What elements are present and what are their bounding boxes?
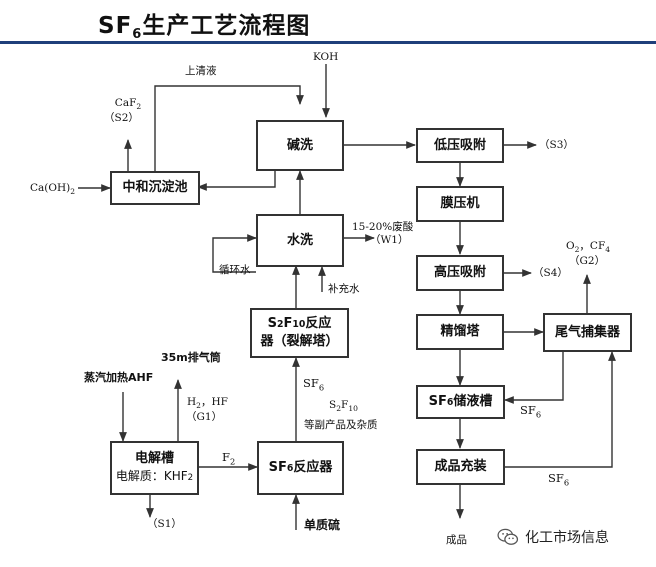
supernatant-label: 上清液: [185, 65, 217, 77]
s1-label: （S1）: [147, 518, 182, 530]
g2-label: （G2）: [569, 255, 606, 267]
membrane-compressor-box: 膜压机: [416, 186, 504, 222]
f2-label: F2: [222, 450, 236, 467]
sf6-up-label: SF6: [303, 376, 325, 393]
o2-cf4-label: O2，CF4: [566, 240, 611, 255]
water-wash-box: 水洗: [256, 214, 344, 267]
circulating-water-label: 循环水: [219, 264, 251, 276]
s2f10-label: S2F10: [329, 399, 358, 414]
caf2-label: CaF2: [114, 97, 142, 112]
exhaust-stack-label: 35m排气筒: [161, 351, 221, 364]
sf6-return-tailgas-label: SF6: [548, 471, 570, 488]
koh-label: KOH: [313, 51, 339, 63]
g1-label: （G1）: [186, 411, 223, 423]
page-title: SF6生产工艺流程图: [98, 13, 311, 42]
acid-waste-label: 15-20%废酸: [352, 221, 414, 233]
sulfur-label: 单质硫: [304, 518, 341, 532]
high-pressure-adsorption-box: 高压吸附: [416, 255, 504, 291]
tail-gas-collector-box: 尾气捕集器: [543, 313, 632, 352]
h2-hf-label: H2，HF: [187, 396, 228, 411]
rectifier-tower-box: 精馏塔: [416, 314, 504, 350]
w1-label: （W1）: [370, 234, 409, 246]
cracker-tower-box: S2F10反应器（裂解塔）: [250, 308, 349, 358]
s4-label: （S4）: [533, 267, 568, 279]
s3-label: （S3）: [539, 139, 574, 151]
sf6-return-storage-label: SF6: [520, 403, 542, 420]
caoh2-label: Ca(OH)2: [30, 182, 76, 197]
packaging-to-tailgas: [505, 351, 616, 468]
watermark: 化工市场信息: [497, 527, 609, 547]
title-divider: [0, 41, 656, 44]
circulating-loop: [212, 234, 257, 273]
s2-label: （S2）: [104, 112, 139, 124]
product-filling-box: 成品充装: [416, 449, 505, 485]
neutralization-tank-box: 中和沉淀池: [110, 171, 200, 205]
electrolyzer-box: 电解槽电解质：KHF2: [110, 441, 199, 495]
sf6-storage-tank-box: SF6储液槽: [416, 385, 505, 419]
supernatant-line: [154, 85, 304, 176]
watermark-text: 化工市场信息: [525, 530, 609, 546]
steam-heating-label: 蒸汽加热AHF: [84, 371, 154, 384]
sf6-reactor-box: SF6反应器: [257, 441, 344, 495]
byproducts-label: 等副产品及杂质: [304, 419, 378, 431]
low-pressure-adsorption-box: 低压吸附: [416, 128, 504, 163]
makeup-water-label: 补充水: [328, 283, 360, 295]
alkali-wash-box: 碱洗: [256, 120, 344, 171]
tailgas-to-storage: [504, 350, 564, 404]
final-product-label: 成品: [446, 534, 467, 546]
wechat-icon: [497, 528, 519, 545]
